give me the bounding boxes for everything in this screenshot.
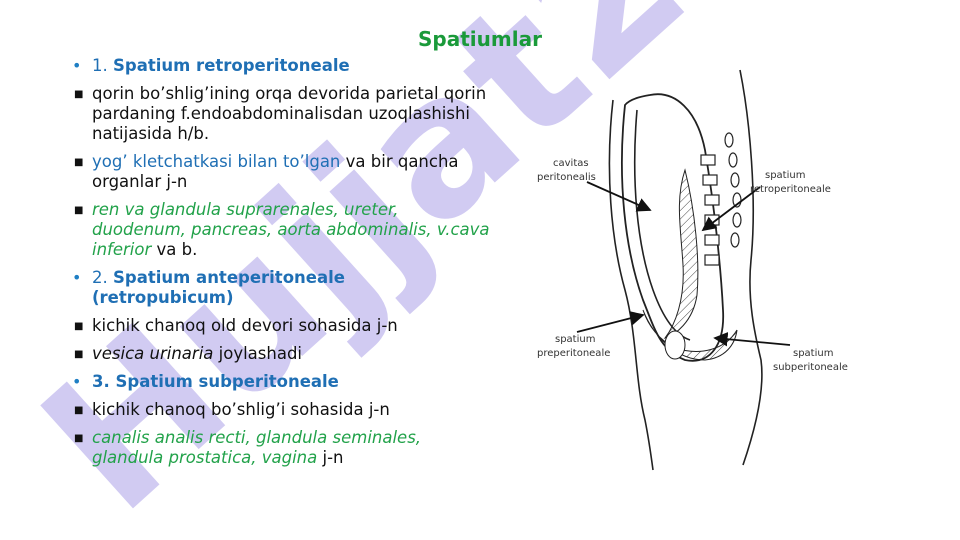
list-item: ■ kichik chanoq old devori sohasida j-n bbox=[72, 316, 492, 336]
item-colored-text: yog’ kletchatkasi bilan to’lgan bbox=[92, 152, 341, 171]
section-number: 1. bbox=[92, 56, 108, 75]
bullet-dot: • bbox=[72, 268, 82, 287]
item-colored-text: ren va glandula suprarenales, ureter, du… bbox=[92, 200, 490, 259]
item-text: j-n bbox=[322, 448, 344, 467]
item-text: va b. bbox=[156, 240, 198, 259]
item-text: kichik chanoq old devori sohasida j-n bbox=[92, 316, 398, 335]
label-pre-2: preperitoneale bbox=[537, 348, 610, 359]
bullet-dot: • bbox=[72, 372, 82, 391]
vertebrae bbox=[700, 132, 742, 266]
list-item: • 2. Spatium anteperitoneale (retropubic… bbox=[72, 268, 492, 308]
item-text: qorin bo’shlig’ining orqa devorida parie… bbox=[92, 84, 487, 143]
bullet-list: • 1. Spatium retroperitoneale ■ qorin bo… bbox=[72, 56, 492, 476]
label-pre-1: spatium bbox=[555, 334, 595, 345]
bullet-dot: • bbox=[72, 56, 82, 75]
arrows bbox=[576, 181, 791, 347]
section-number: 2. bbox=[92, 268, 108, 287]
bullet-square: ■ bbox=[74, 157, 84, 168]
section-heading: Spatium retroperitoneale bbox=[113, 56, 350, 75]
list-item: ■ canalis analis recti, glandula seminal… bbox=[72, 428, 492, 468]
bullet-square: ■ bbox=[74, 433, 84, 444]
item-text: va bir qancha organlar j-n bbox=[92, 152, 459, 191]
bullet-square: ■ bbox=[74, 89, 84, 100]
section-heading: 3. Spatium subperitoneale bbox=[92, 372, 339, 391]
list-item: • 3. Spatium subperitoneale bbox=[72, 372, 492, 392]
bullet-square: ■ bbox=[74, 321, 84, 332]
list-item: ■ yog’ kletchatkasi bilan to’lgan va bir… bbox=[72, 152, 492, 192]
bullet-square: ■ bbox=[74, 405, 84, 416]
item-italic-text: vesica urinaria bbox=[92, 344, 214, 363]
anatomy-diagram: cavitas peritonealis spatium retroperito… bbox=[537, 69, 848, 471]
slide-title: Spatiumlar bbox=[418, 27, 542, 51]
list-item: ■ kichik chanoq bo’shlig’i sohasida j-n bbox=[72, 400, 492, 420]
list-item: ■ vesica urinaria joylashadi bbox=[72, 344, 492, 364]
diagram-labels: cavitas peritonealis spatium retroperito… bbox=[537, 158, 848, 373]
label-cavitas-2: peritonealis bbox=[537, 172, 596, 183]
label-retro-2: retroperitoneale bbox=[750, 184, 831, 195]
bullet-square: ■ bbox=[74, 349, 84, 360]
bullet-square: ■ bbox=[74, 205, 84, 216]
list-item: • 1. Spatium retroperitoneale bbox=[72, 56, 492, 76]
label-sub-2: subperitoneale bbox=[773, 362, 848, 373]
hatched-spaces bbox=[642, 168, 738, 361]
list-item: ■ ren va glandula suprarenales, ureter, … bbox=[72, 200, 492, 260]
list-item: ■ qorin bo’shlig’ining orqa devorida par… bbox=[72, 84, 492, 144]
label-cavitas-1: cavitas bbox=[553, 158, 589, 169]
label-sub-1: spatium bbox=[793, 348, 833, 359]
item-colored-text: canalis analis recti, glandula seminales… bbox=[92, 428, 422, 467]
section-heading: Spatium anteperitoneale (retropubicum) bbox=[92, 268, 345, 307]
item-text: joylashadi bbox=[218, 344, 303, 363]
item-text: kichik chanoq bo’shlig’i sohasida j-n bbox=[92, 400, 390, 419]
label-retro-1: spatium bbox=[765, 170, 805, 181]
